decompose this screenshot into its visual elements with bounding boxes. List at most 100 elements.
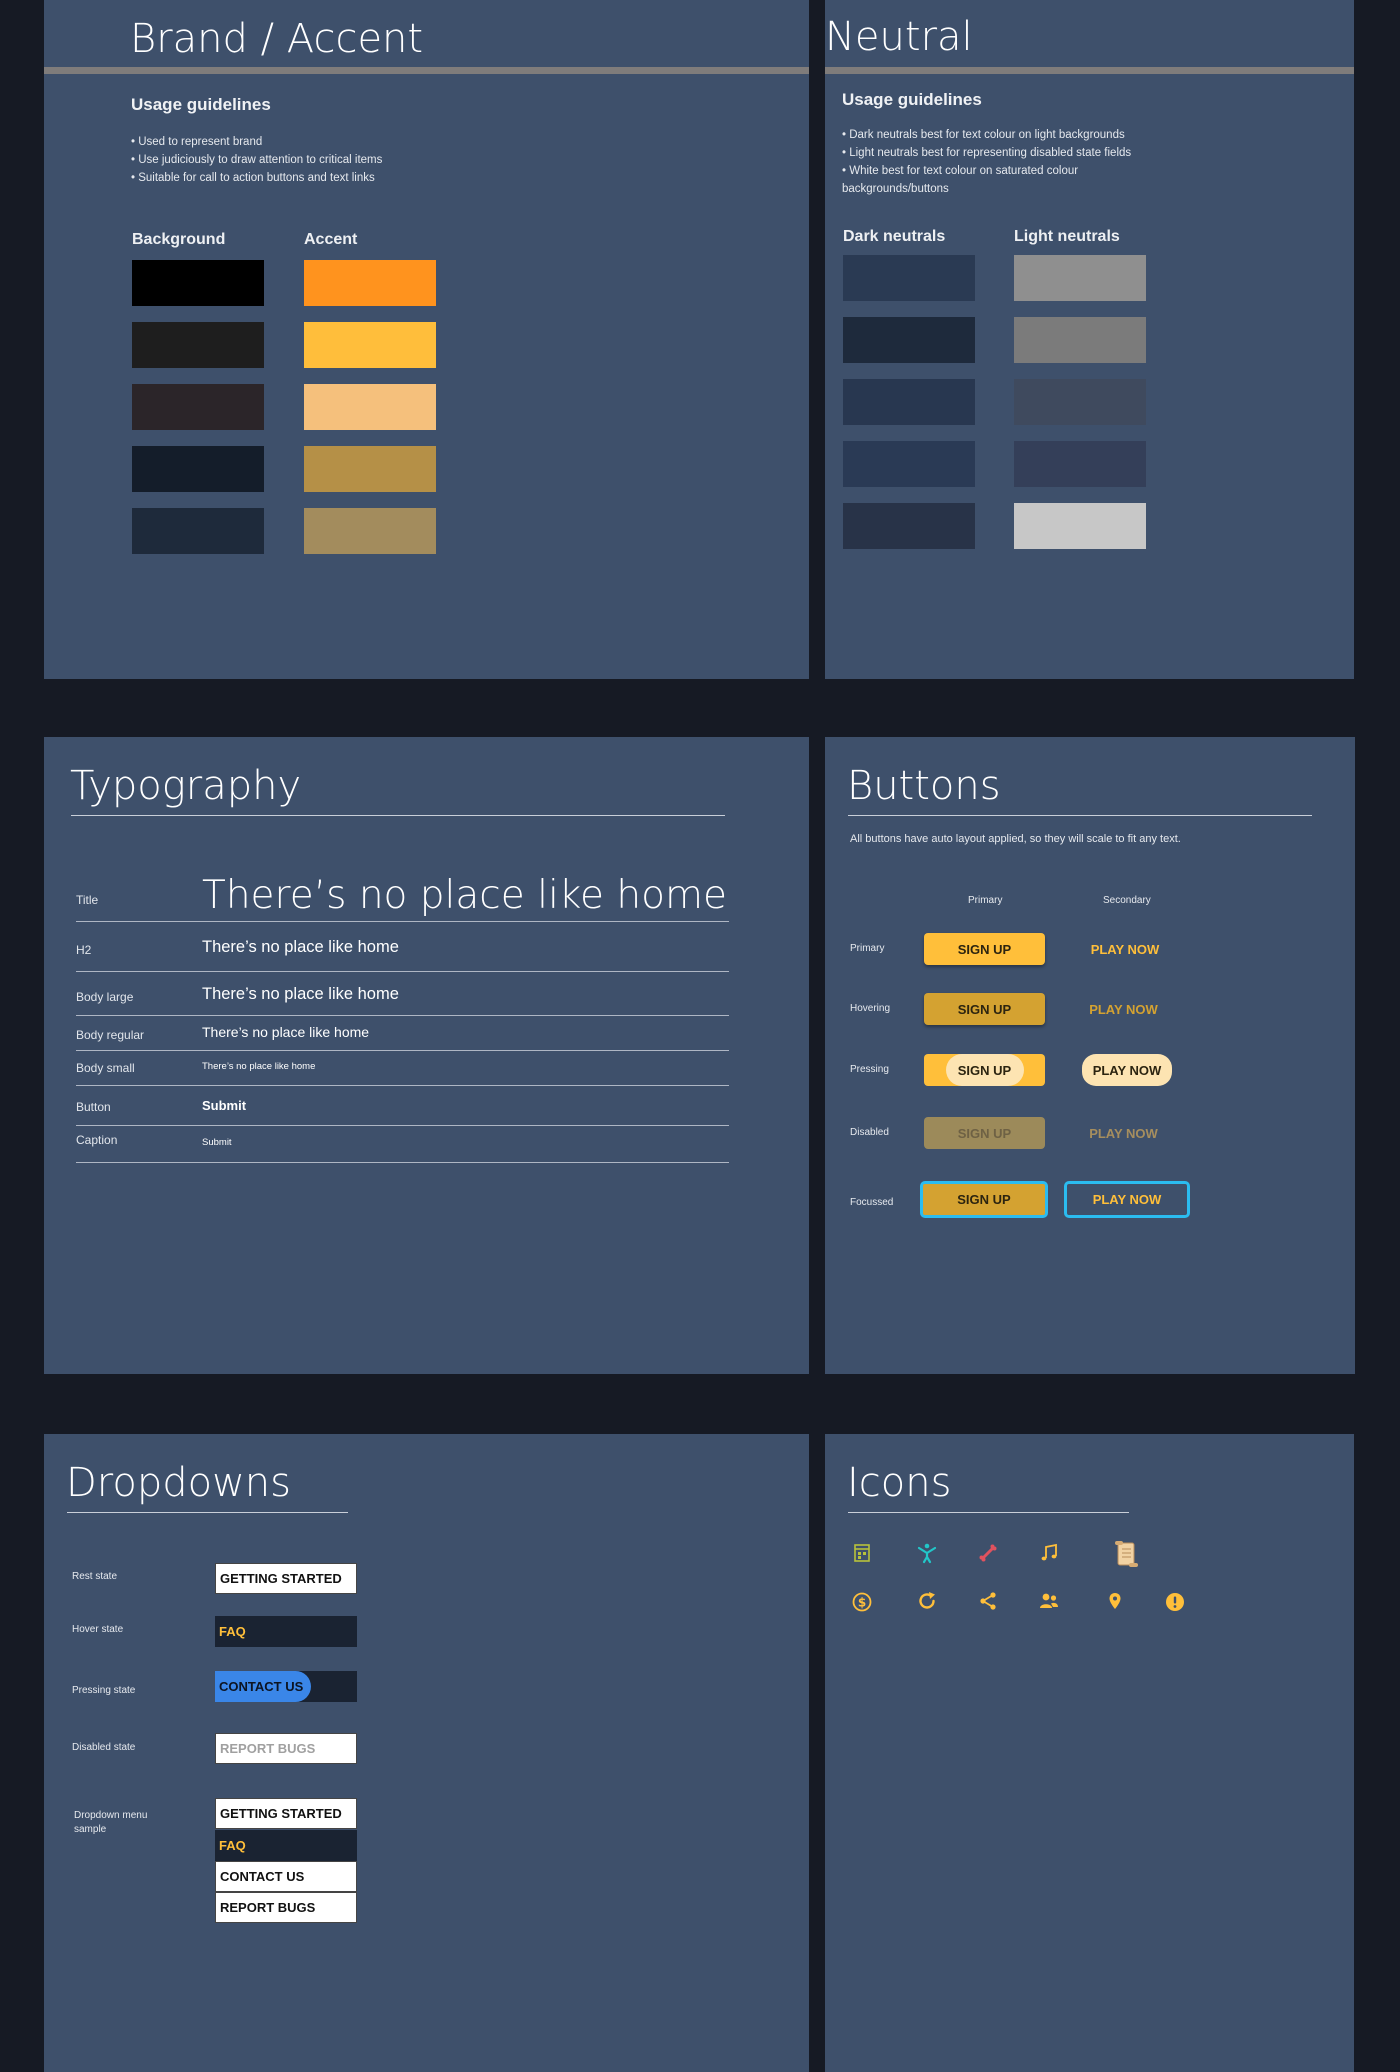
- dropdown-pressing-label: CONTACT US: [219, 1679, 304, 1694]
- background-swatch: [132, 446, 264, 492]
- neutral-panel: Neutral Usage guidelines • Dark neutrals…: [825, 0, 1354, 679]
- bullet: • Light neutrals best for representing d…: [842, 147, 1132, 159]
- calendar-icon[interactable]: [850, 1541, 874, 1565]
- buttons-title: Buttons: [847, 763, 1001, 809]
- dropdown-hover[interactable]: FAQ: [215, 1616, 357, 1647]
- sign-up-label: SIGN UP: [957, 1062, 1012, 1078]
- title-underline: [848, 815, 1312, 816]
- dark-neutral-swatch: [843, 255, 975, 301]
- title-underline: [71, 815, 725, 816]
- light-neutral-swatch: [1014, 503, 1146, 549]
- light-neutral-swatch: [1014, 255, 1146, 301]
- sign-up-button[interactable]: SIGN UP: [924, 933, 1045, 965]
- bullet: • Suitable for call to action buttons an…: [131, 172, 375, 184]
- sign-up-button-pressed[interactable]: SIGN UP: [924, 1054, 1045, 1086]
- buttons-panel: Buttons All buttons have auto layout app…: [825, 737, 1355, 1374]
- dropdown-menu-item[interactable]: GETTING STARTED: [215, 1798, 357, 1829]
- light-neutral-swatch: [1014, 441, 1146, 487]
- typo-sample-title: There’s no place like home: [202, 873, 727, 918]
- dropdown-rest[interactable]: GETTING STARTED: [215, 1563, 357, 1594]
- dd-label-pressing: Pressing state: [72, 1685, 136, 1696]
- state-label-pressing: Pressing: [850, 1064, 889, 1075]
- press-ripple: [946, 1054, 1024, 1086]
- typo-sample-caption: Submit: [202, 1137, 232, 1148]
- typo-sample-button: Submit: [202, 1098, 247, 1113]
- typo-sample-h2: There’s no place like home: [202, 938, 399, 956]
- typo-divider: [76, 971, 729, 972]
- bullet: • Use judiciously to draw attention to c…: [131, 154, 383, 166]
- brand-usage-heading: Usage guidelines: [131, 95, 271, 114]
- share-icon[interactable]: [976, 1589, 1000, 1613]
- brand-title: Brand / Accent: [130, 16, 424, 62]
- dark-neutral-swatch: [843, 441, 975, 487]
- state-label-hovering: Hovering: [850, 1003, 891, 1014]
- bullet: • Used to represent brand: [131, 136, 263, 148]
- background-swatch: [132, 260, 264, 306]
- music-note-icon[interactable]: [1037, 1541, 1061, 1565]
- typo-label-h2: H2: [76, 943, 92, 957]
- dark-neutral-swatch: [843, 503, 975, 549]
- typo-label-button: Button: [76, 1100, 111, 1114]
- typo-divider: [76, 1125, 729, 1126]
- typo-sample-body-small: There’s no place like home: [202, 1061, 316, 1072]
- title-underline: [67, 1512, 348, 1513]
- refresh-icon[interactable]: [915, 1589, 939, 1613]
- dollar-icon[interactable]: $: [850, 1590, 874, 1614]
- users-icon[interactable]: [1037, 1589, 1061, 1613]
- dd-label-rest: Rest state: [72, 1571, 118, 1582]
- background-swatch: [132, 322, 264, 368]
- buttons-description: All buttons have auto layout applied, so…: [850, 833, 1181, 845]
- accent-heading: Accent: [304, 231, 358, 248]
- panel-divider-bar: [825, 67, 1354, 74]
- scroll-icon[interactable]: [1110, 1538, 1142, 1570]
- map-pin-icon[interactable]: [1103, 1590, 1127, 1614]
- icons-title: Icons: [847, 1460, 952, 1506]
- accent-swatch: [304, 322, 436, 368]
- sign-up-button-hover[interactable]: SIGN UP: [924, 993, 1045, 1025]
- typo-label-body-large: Body large: [76, 990, 134, 1004]
- light-neutrals-heading: Light neutrals: [1014, 228, 1120, 245]
- dark-neutral-swatch: [843, 379, 975, 425]
- alert-icon[interactable]: [1163, 1590, 1187, 1614]
- bone-icon[interactable]: [976, 1541, 1000, 1565]
- dropdowns-panel: Dropdowns Rest state GETTING STARTED Hov…: [44, 1434, 809, 2072]
- sign-up-button-disabled[interactable]: SIGN UP: [924, 1117, 1045, 1149]
- icons-panel: Icons $: [825, 1434, 1354, 2072]
- accent-swatch: [304, 384, 436, 430]
- dark-neutral-swatch: [843, 317, 975, 363]
- dropdown-disabled[interactable]: REPORT BUGS: [215, 1733, 357, 1764]
- fitness-icon[interactable]: [915, 1541, 939, 1565]
- background-swatch: [132, 384, 264, 430]
- dropdown-menu-item[interactable]: FAQ: [215, 1830, 357, 1861]
- svg-text:$: $: [858, 1596, 866, 1610]
- dropdown-pressing[interactable]: CONTACT US: [215, 1671, 357, 1702]
- play-now-link-hover[interactable]: PLAY NOW: [1089, 1001, 1158, 1017]
- neutral-title: Neutral: [825, 14, 973, 60]
- play-now-link-pressed[interactable]: PLAY NOW: [1082, 1054, 1172, 1086]
- neutral-bullets: • Dark neutrals best for text colour on …: [842, 126, 1131, 198]
- dd-label-disabled: Disabled state: [72, 1742, 136, 1753]
- play-now-link-disabled[interactable]: PLAY NOW: [1089, 1125, 1158, 1141]
- bullet: • Dark neutrals best for text colour on …: [842, 129, 1125, 141]
- title-underline: [848, 1512, 1129, 1513]
- typo-divider: [76, 1085, 729, 1086]
- state-label-disabled: Disabled: [850, 1127, 889, 1138]
- typo-label-body-regular: Body regular: [76, 1028, 145, 1042]
- accent-swatch: [304, 260, 436, 306]
- typo-label-caption: Caption: [76, 1133, 118, 1147]
- brand-bullets: • Used to represent brand • Use judiciou…: [131, 133, 382, 187]
- light-neutral-swatch: [1014, 379, 1146, 425]
- dropdown-menu-item[interactable]: REPORT BUGS: [215, 1892, 357, 1923]
- bullet: backgrounds/buttons: [842, 183, 949, 195]
- neutral-usage-heading: Usage guidelines: [842, 90, 982, 109]
- dark-neutrals-heading: Dark neutrals: [843, 228, 946, 245]
- play-now-button-focus[interactable]: PLAY NOW: [1064, 1181, 1190, 1218]
- dropdown-menu-item[interactable]: CONTACT US: [215, 1861, 357, 1892]
- accent-swatch: [304, 508, 436, 554]
- typo-divider: [76, 1015, 729, 1016]
- bullet: • White best for text colour on saturate…: [842, 165, 1079, 177]
- sign-up-button-focus[interactable]: SIGN UP: [920, 1181, 1048, 1218]
- panel-divider-bar: [44, 67, 809, 74]
- dd-label-menu: Dropdown menu sample: [74, 1810, 148, 1835]
- play-now-link[interactable]: PLAY NOW: [1090, 941, 1160, 957]
